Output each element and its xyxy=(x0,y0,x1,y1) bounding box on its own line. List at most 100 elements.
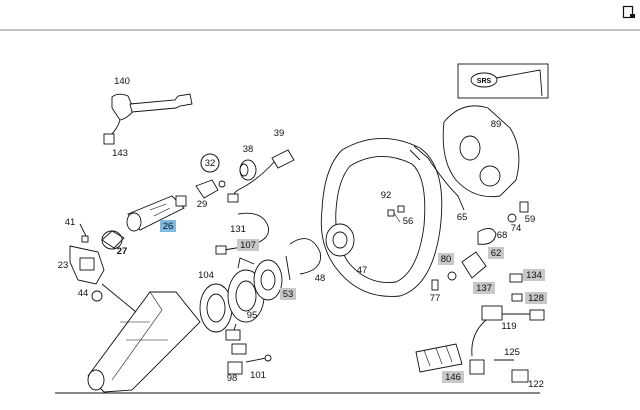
callout-32-label: 32 xyxy=(205,158,216,169)
callout-62-label: 62 xyxy=(491,248,502,259)
callout-53[interactable]: 53 xyxy=(280,288,296,300)
callout-128-box xyxy=(525,292,547,304)
callout-56[interactable]: 56 xyxy=(403,216,414,227)
part-119-harness xyxy=(471,305,545,357)
callout-131-label: 131 xyxy=(230,224,246,235)
callout-68-label: 68 xyxy=(497,230,508,241)
callout-56-label: 56 xyxy=(403,216,414,227)
part-38-bushing xyxy=(239,159,257,181)
callout-39-label: 39 xyxy=(274,128,285,139)
callout-74[interactable]: 74 xyxy=(511,223,522,234)
srs-badge-text: SRS xyxy=(477,78,492,85)
callout-41[interactable]: 41 xyxy=(65,217,76,228)
part-89-airbag-pad xyxy=(442,105,520,198)
callout-134[interactable]: 134 xyxy=(523,269,545,281)
callout-48-label: 48 xyxy=(315,273,326,284)
part-65-bracket xyxy=(409,145,465,211)
part-122-connector xyxy=(511,369,529,383)
part-41-screw xyxy=(79,223,89,243)
callout-77[interactable]: 77 xyxy=(430,293,441,304)
callout-146[interactable]: 146 xyxy=(442,371,464,383)
callout-119[interactable]: 119 xyxy=(501,321,516,332)
callout-146-label: 146 xyxy=(445,372,461,383)
part-29-clip xyxy=(195,179,226,199)
callout-39[interactable]: 39 xyxy=(274,128,285,139)
callout-65[interactable]: 65 xyxy=(457,212,468,223)
callout-62[interactable]: 62 xyxy=(488,247,504,259)
callout-128[interactable]: 128 xyxy=(525,292,547,304)
callout-27-label: 27 xyxy=(117,246,128,257)
callout-29-label: 29 xyxy=(197,199,208,210)
callout-layer: 140 143 39 38 32 29 26 41 27 23 44 131 107 104 95 53 48 4… xyxy=(58,76,547,390)
part-104-plate xyxy=(199,283,233,333)
callout-95[interactable]: 95 xyxy=(247,310,258,321)
steering-column-tube xyxy=(87,283,201,393)
part-62-switch xyxy=(461,251,487,279)
callout-53-box xyxy=(280,288,296,300)
callout-53-label: 53 xyxy=(283,289,294,300)
callout-107-box xyxy=(237,239,259,251)
callout-59[interactable]: 59 xyxy=(525,214,536,225)
callout-137[interactable]: 137 xyxy=(473,282,495,294)
callout-29[interactable]: 29 xyxy=(197,199,208,210)
callout-140-label: 140 xyxy=(114,76,130,87)
callout-23[interactable]: 23 xyxy=(58,260,69,271)
part-53-spiral xyxy=(237,257,283,301)
callout-107-label: 107 xyxy=(240,240,256,251)
callout-101[interactable]: 101 xyxy=(250,370,266,381)
callout-89[interactable]: 89 xyxy=(491,119,502,130)
callout-68[interactable]: 68 xyxy=(497,230,508,241)
part-23-bracket xyxy=(69,245,105,285)
callout-98[interactable]: 98 xyxy=(227,373,238,384)
callout-38[interactable]: 38 xyxy=(243,144,254,155)
callout-27[interactable]: 27 xyxy=(117,246,128,257)
part-146-bracket xyxy=(415,343,485,375)
callout-140[interactable]: 140 xyxy=(114,76,130,87)
part-80-washer xyxy=(447,271,457,281)
srs-box: SRS xyxy=(457,63,549,99)
part-98-block xyxy=(227,361,243,375)
callout-122-label: 122 xyxy=(528,379,544,390)
callout-95-label: 95 xyxy=(247,310,258,321)
callout-92-label: 92 xyxy=(381,190,392,201)
document-corner-icon[interactable] xyxy=(622,5,636,19)
callout-48[interactable]: 48 xyxy=(315,273,326,284)
callout-65-label: 65 xyxy=(457,212,468,223)
callout-119-label: 119 xyxy=(501,321,516,332)
callout-32[interactable]: 32 xyxy=(200,153,220,173)
callout-38-label: 38 xyxy=(243,144,254,155)
callout-131[interactable]: 131 xyxy=(230,224,246,235)
callout-59-label: 59 xyxy=(525,214,536,225)
callout-80[interactable]: 80 xyxy=(438,253,454,265)
part-92-56-screws xyxy=(387,205,405,223)
callout-104-label: 104 xyxy=(198,270,214,281)
callout-92[interactable]: 92 xyxy=(381,190,392,201)
callout-26-box xyxy=(160,220,176,232)
part-134-connector xyxy=(509,273,523,283)
callout-80-box xyxy=(438,253,454,265)
callout-62-box xyxy=(488,247,504,259)
part-140-switch xyxy=(103,93,193,145)
callout-122[interactable]: 122 xyxy=(528,379,544,390)
part-59-bolt xyxy=(519,201,529,213)
callout-137-label: 137 xyxy=(476,283,492,294)
callout-26[interactable]: 26 xyxy=(160,220,176,232)
callout-89-label: 89 xyxy=(491,119,502,130)
callout-80-label: 80 xyxy=(441,254,452,265)
callout-32-ring xyxy=(200,153,220,173)
callout-74-label: 74 xyxy=(511,223,522,234)
callout-107[interactable]: 107 xyxy=(237,239,259,251)
callout-137-box xyxy=(473,282,495,294)
part-77-screw xyxy=(431,279,439,291)
callout-104[interactable]: 104 xyxy=(198,270,214,281)
callout-47[interactable]: 47 xyxy=(357,265,368,276)
callout-125[interactable]: 125 xyxy=(504,347,520,358)
callout-47-label: 47 xyxy=(357,265,368,276)
callout-128-label: 128 xyxy=(528,293,544,304)
callout-44[interactable]: 44 xyxy=(78,288,89,299)
callout-134-box xyxy=(523,269,545,281)
part-101-bolt xyxy=(245,354,272,363)
callout-146-box xyxy=(442,371,464,383)
callout-143[interactable]: 143 xyxy=(112,148,128,159)
